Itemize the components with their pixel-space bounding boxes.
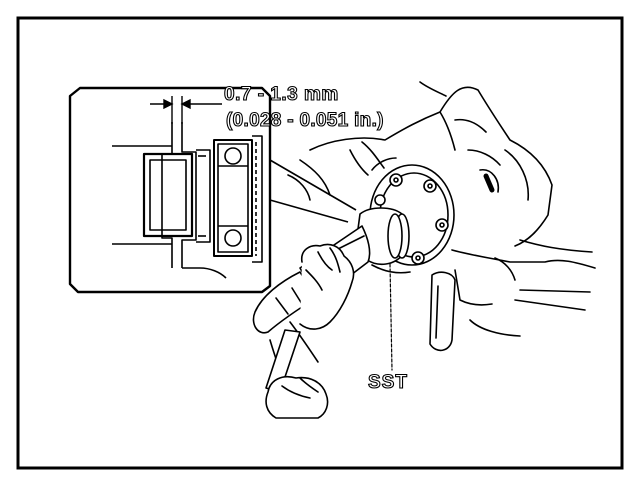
dimension-metric-label: 0.7 - 1.3 mm <box>223 83 339 105</box>
bearing-section-drawing <box>112 122 263 279</box>
special-service-tool <box>252 207 410 419</box>
dimension-imperial-label: (0.028 - 0.051 in.) <box>225 109 384 131</box>
sst-label: SST <box>367 371 408 393</box>
dimension-arrows <box>150 96 222 124</box>
steering-knuckle-drawing <box>287 81 596 352</box>
